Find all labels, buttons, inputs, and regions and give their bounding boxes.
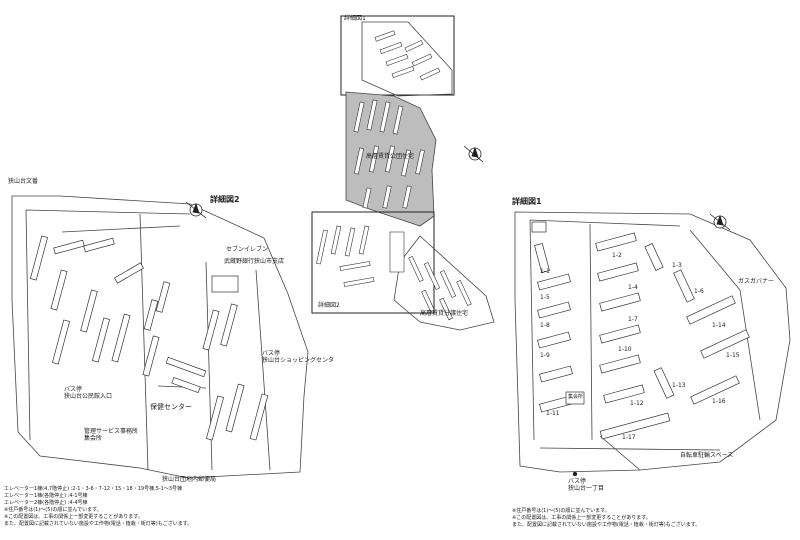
management-office-label: 管理サービス事務所 集会所 (84, 428, 139, 442)
detail1-title: 詳細図1 (512, 197, 542, 206)
detail1-frame-label: 詳細図1 (344, 15, 366, 22)
building-1-14: 1-14 (712, 322, 726, 329)
building-1-3: 1-3 (672, 262, 682, 269)
bus-stop-entrance-label: バス停 狭山台公民館入口 (64, 386, 113, 400)
detail2-buildings (29, 235, 269, 441)
post-office-label: 狭山台団地内郵便局 (162, 476, 217, 483)
building-1-16: 1-16 (712, 398, 726, 405)
building-1-6: 1-6 (694, 288, 704, 295)
health-center-label: 保健センター (150, 403, 192, 411)
compass-center-north-icon (463, 145, 484, 163)
compass-detail2-north-icon (185, 201, 207, 219)
building-1-10: 1-10 (618, 346, 632, 353)
detail1-frame (340, 15, 455, 96)
overview-map (311, 15, 495, 331)
building-1-7: 1-7 (628, 316, 638, 323)
bus-stop-shopping-label: バス停 狭山台ショッピングセンタ (262, 350, 335, 364)
shop-box (531, 221, 547, 233)
bus-stop-marker-icon (572, 471, 578, 477)
gas-governor-label: ガスガバナー (738, 278, 775, 285)
bicycle-parking-label: 自転車駐輪スペース (680, 452, 734, 459)
building-1-5: 1-5 (540, 294, 550, 301)
building-1-15: 1-15 (726, 352, 740, 359)
detail2-notes: エレベーター1棟(4,7階停止) :2-1・3-6・7-12・15・18・19号… (4, 486, 193, 527)
detail2-map (11, 195, 309, 479)
bus-stop-sayamadai-label: バス停 狭山台一丁目 (568, 478, 605, 492)
detail1-map (514, 211, 791, 477)
building-1-8: 1-8 (540, 322, 550, 329)
detail1-site-outline (514, 211, 791, 473)
detail2-roads (25, 209, 271, 471)
building-1-17: 1-17 (622, 434, 636, 441)
detail1-roads (529, 219, 761, 471)
building-1-4: 1-4 (628, 284, 638, 291)
detail1-buildings (531, 221, 750, 440)
upper-district-label: 高層賃貸公団住宅 (366, 153, 415, 160)
school-label: 狭山台文番 (8, 178, 39, 185)
compass-detail1-north-icon (709, 213, 731, 231)
building-1-11: 1-11 (546, 410, 560, 417)
detail2-title: 詳細図2 (210, 195, 240, 204)
building-1-12: 1-12 (630, 400, 644, 407)
bank-label: 武蔵野銀行狭山市支店 (224, 258, 285, 265)
lower-district-label: 高層賃貸分譲住宅 (420, 310, 469, 317)
detail2-site-outline (11, 195, 309, 479)
detail2-frame (311, 211, 435, 314)
building-1-1: 1-1 (540, 268, 550, 275)
overview-north-outline (361, 21, 453, 97)
seven-eleven-label: セブンイレブン (226, 246, 269, 253)
assembly-hall-label: 集会所 (568, 394, 584, 400)
detail2-frame-label: 詳細図2 (318, 302, 340, 309)
detail1-notes: ※住戸番号は(1)～(5)の順に並んでいます。 ※この配置図は、工事の関係上一部… (512, 508, 701, 528)
building-1-13: 1-13 (672, 382, 686, 389)
building-1-9: 1-9 (540, 352, 550, 359)
overview-buildings (316, 30, 472, 321)
building-1-2: 1-2 (612, 252, 622, 259)
